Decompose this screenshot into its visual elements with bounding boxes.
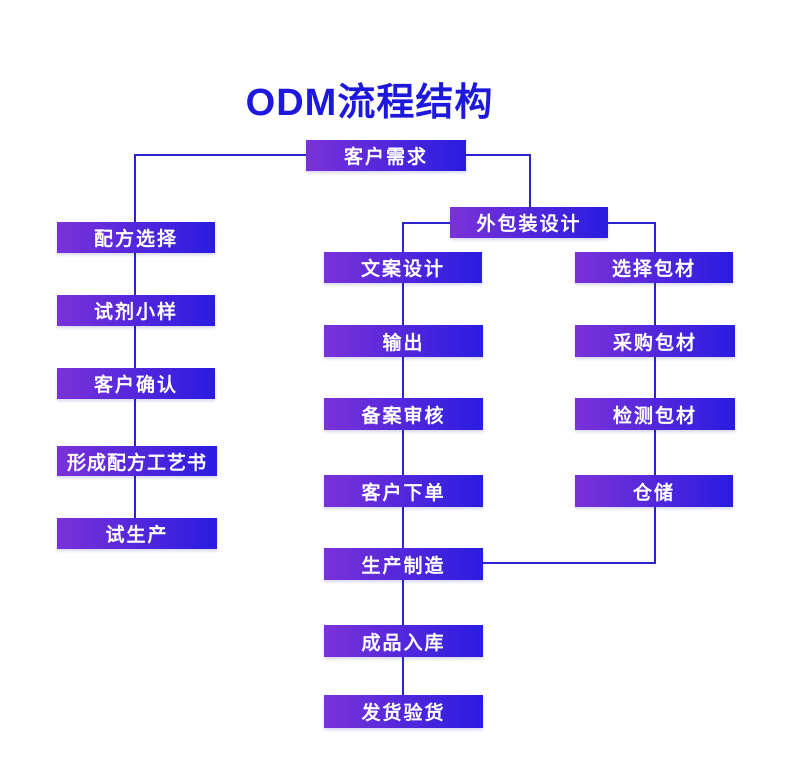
connector-line bbox=[654, 357, 656, 398]
connector-line bbox=[466, 154, 530, 156]
page-title: ODM流程结构 bbox=[245, 82, 494, 124]
node-formula-selection: 配方选择 bbox=[57, 222, 215, 253]
node-inspect-packaging: 检测包材 bbox=[575, 398, 735, 430]
connector-line bbox=[134, 399, 136, 446]
node-warehousing: 仓储 bbox=[575, 475, 733, 507]
node-packaging-design: 外包装设计 bbox=[450, 207, 608, 238]
connector-line bbox=[654, 222, 656, 252]
connector-line bbox=[402, 222, 450, 224]
node-formula-process-book: 形成配方工艺书 bbox=[57, 446, 217, 476]
node-trial-production: 试生产 bbox=[57, 518, 217, 549]
node-shipping-inspection: 发货验货 bbox=[324, 695, 483, 728]
node-reagent-sample: 试剂小样 bbox=[57, 295, 215, 326]
connector-line bbox=[134, 253, 136, 295]
connector-line bbox=[134, 326, 136, 368]
connector-line bbox=[402, 430, 404, 475]
connector-line bbox=[402, 507, 404, 548]
node-customer-confirmation: 客户确认 bbox=[57, 368, 215, 399]
connector-line bbox=[654, 283, 656, 325]
connector-line bbox=[654, 430, 656, 475]
node-finished-goods-storage: 成品入库 bbox=[324, 625, 483, 657]
node-filing-review: 备案审核 bbox=[324, 398, 483, 430]
node-copy-design: 文案设计 bbox=[324, 252, 482, 283]
connector-line bbox=[134, 154, 306, 156]
node-customer-order: 客户下单 bbox=[324, 475, 483, 507]
connector-line bbox=[402, 222, 404, 252]
node-select-packaging: 选择包材 bbox=[575, 252, 733, 283]
connector-line bbox=[654, 507, 656, 564]
connector-line bbox=[134, 154, 136, 222]
node-production: 生产制造 bbox=[324, 548, 483, 580]
connector-line bbox=[402, 657, 404, 695]
connector-line bbox=[608, 222, 656, 224]
connector-line bbox=[402, 357, 404, 398]
connector-line bbox=[483, 562, 656, 564]
connector-line bbox=[134, 476, 136, 518]
connector-line bbox=[529, 154, 531, 207]
node-customer-demand: 客户需求 bbox=[306, 140, 466, 171]
node-purchase-packaging: 采购包材 bbox=[575, 325, 735, 357]
connector-line bbox=[402, 580, 404, 625]
connector-line bbox=[402, 283, 404, 325]
node-output: 输出 bbox=[324, 325, 483, 357]
